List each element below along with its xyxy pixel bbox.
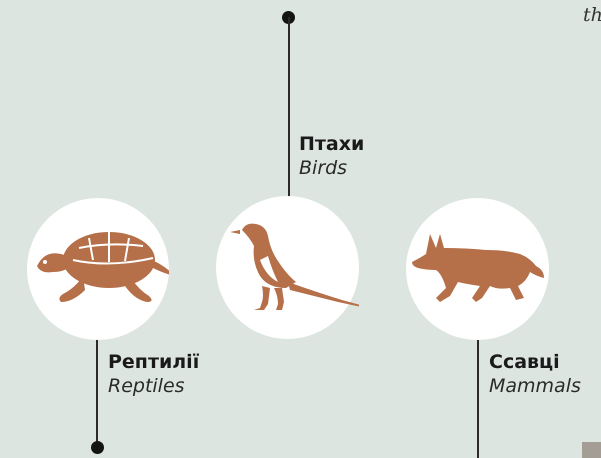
- birds-circle: [216, 196, 359, 339]
- mammals-circle: [406, 198, 549, 340]
- reptiles-circle: [27, 198, 169, 340]
- reptiles-connector-line: [96, 330, 98, 445]
- birds-name-en: Birds: [299, 156, 364, 180]
- turtle-icon: [27, 198, 169, 340]
- magpie-icon: [216, 196, 359, 339]
- mammals-name-en: Mammals: [489, 374, 581, 398]
- reptiles-label: Рептилії Reptiles: [108, 350, 199, 398]
- mammals-name-uk: Ссавці: [489, 350, 581, 374]
- reptiles-name-en: Reptiles: [108, 374, 199, 398]
- reptiles-connector-dot: [91, 441, 104, 454]
- fox-icon: [406, 198, 549, 340]
- reptiles-name-uk: Рептилії: [108, 350, 199, 374]
- corner-tab: [582, 442, 601, 458]
- birds-label: Птахи Birds: [299, 132, 364, 180]
- birds-connector-line: [288, 17, 290, 207]
- mammals-label: Ссавці Mammals: [489, 350, 581, 398]
- birds-name-uk: Птахи: [299, 132, 364, 156]
- mammals-connector-line: [477, 330, 479, 458]
- cut-off-text: th: [583, 4, 601, 26]
